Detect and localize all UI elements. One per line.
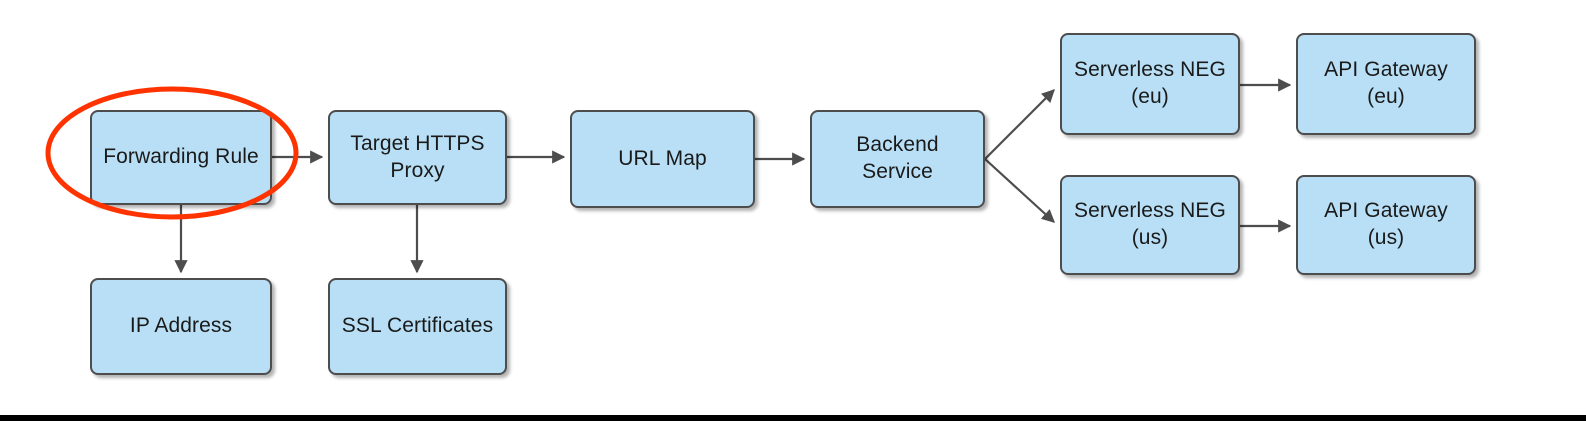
node-label-serverless-neg-us: Serverless NEG (us) <box>1074 199 1226 249</box>
node-label-serverless-neg-eu: Serverless NEG (eu) <box>1074 58 1226 108</box>
node-backend-service[interactable]: Backend Service <box>810 110 985 208</box>
node-serverless-neg-us[interactable]: Serverless NEG (us) <box>1060 175 1240 275</box>
node-forwarding-rule[interactable]: Forwarding Rule <box>90 110 272 205</box>
node-api-gateway-eu[interactable]: API Gateway (eu) <box>1296 33 1476 135</box>
node-ip-address[interactable]: IP Address <box>90 278 272 375</box>
node-label-backend-service: Backend Service <box>856 133 939 183</box>
node-label-target-https-proxy: Target HTTPS Proxy <box>350 131 485 182</box>
edge-backend-service-to-serverless-neg-us <box>984 158 1055 223</box>
node-label-url-map: URL Map <box>618 146 707 170</box>
bottom-frame-bar <box>0 415 1586 421</box>
node-api-gateway-us[interactable]: API Gateway (us) <box>1296 175 1476 275</box>
node-url-map[interactable]: URL Map <box>570 110 755 208</box>
node-label-ssl-certificates: SSL Certificates <box>341 314 494 338</box>
node-label-api-gateway-eu: API Gateway (eu) <box>1324 58 1448 108</box>
node-label-api-gateway-us: API Gateway (us) <box>1324 199 1448 249</box>
node-ssl-certificates[interactable]: SSL Certificates <box>328 278 507 375</box>
node-serverless-neg-eu[interactable]: Serverless NEG (eu) <box>1060 33 1240 135</box>
edge-backend-service-to-serverless-neg-eu <box>984 89 1055 160</box>
node-label-ip-address: IP Address <box>129 314 233 338</box>
node-target-https-proxy[interactable]: Target HTTPS Proxy <box>328 110 507 205</box>
node-label-forwarding-rule: Forwarding Rule <box>103 145 259 169</box>
